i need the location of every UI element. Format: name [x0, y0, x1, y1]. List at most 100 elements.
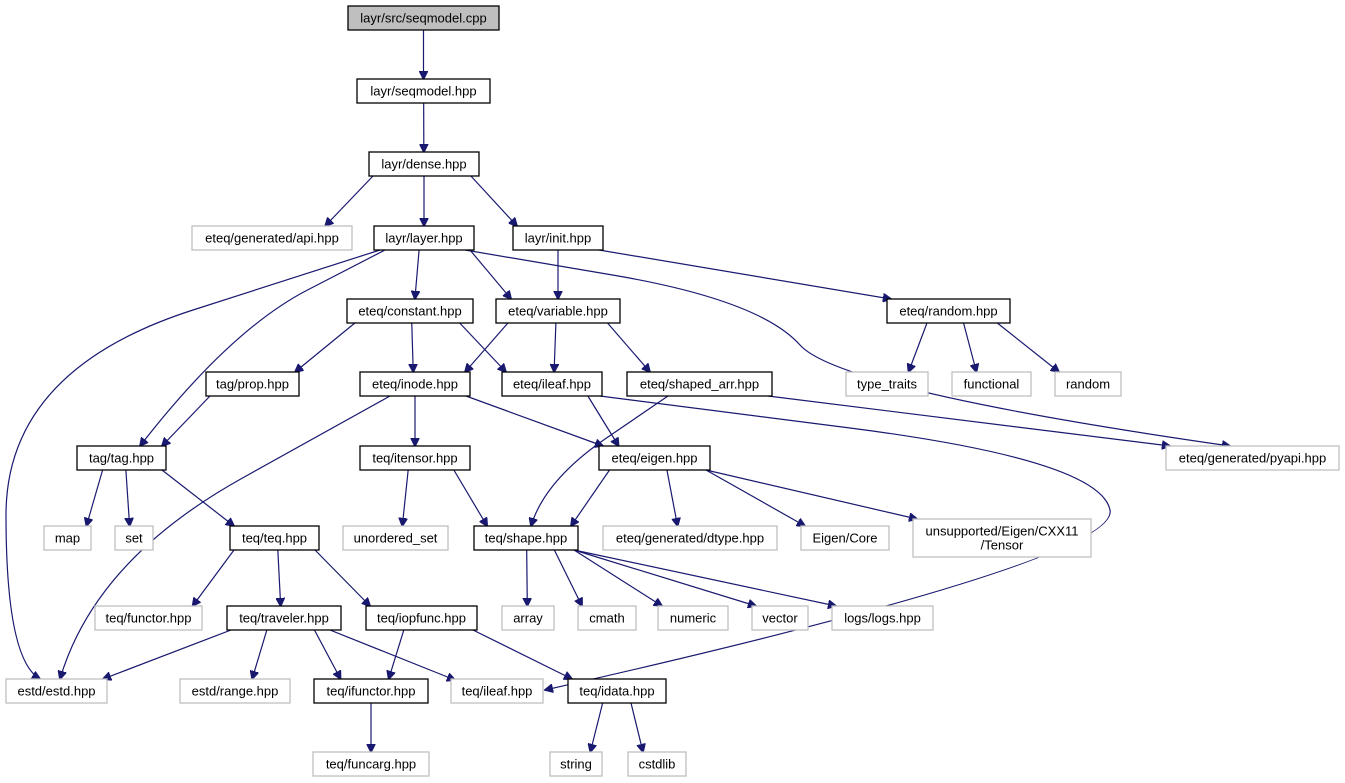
node-label: teq/teq.hpp: [242, 531, 307, 546]
node-box: [549, 751, 603, 777]
edge-layer-to-estd: [5, 249, 381, 679]
node-layer[interactable]: layr/layer.hpp: [373, 225, 475, 251]
node-box: [831, 605, 934, 631]
node-box: [501, 605, 555, 631]
node-label: layr/dense.hpp: [381, 157, 466, 172]
node-seqmodel[interactable]: layr/seqmodel.hpp: [356, 78, 491, 104]
node-label: layr/init.hpp: [525, 231, 591, 246]
node-label: Eigen/Core: [812, 531, 877, 546]
edge-idata-to-cstdlib: [630, 702, 643, 752]
node-box: [598, 445, 711, 471]
edge-tag-to-teq: [161, 469, 234, 526]
nodes-layer: layr/src/seqmodel.cpp layr/seqmodel.hpp la…: [5, 5, 1340, 777]
node-label: eteq/constant.hpp: [358, 304, 461, 319]
edge-random-hpp-to-random: [996, 322, 1059, 372]
edge-eileaf-to-tileaf: [545, 395, 1111, 690]
node-ifunctor[interactable]: teq/ifunctor.hpp: [313, 678, 429, 704]
node-box: [342, 525, 449, 551]
node-box: [627, 751, 687, 777]
node-box: [359, 371, 471, 397]
node-vector: vector: [751, 605, 809, 631]
node-box: [800, 525, 890, 551]
node-iopfunc[interactable]: teq/iopfunc.hpp: [365, 605, 478, 631]
node-label: teq/funcarg.hpp: [326, 757, 416, 772]
node-label: /Tensor: [981, 538, 1024, 553]
edge-shape-to-vector: [573, 549, 756, 606]
node-label: teq/iopfunc.hpp: [377, 611, 466, 626]
edge-inode-to-eigen: [465, 395, 603, 446]
node-box: [577, 605, 637, 631]
node-label: teq/ileaf.hpp: [462, 684, 533, 699]
node-eigencore: Eigen/Core: [800, 525, 890, 551]
node-box: [1165, 445, 1340, 471]
edge-itensor-to-shape: [453, 469, 487, 526]
node-teq[interactable]: teq/teq.hpp: [229, 525, 320, 551]
node-label: teq/traveler.hpp: [239, 611, 329, 626]
edge-eileaf-to-eigen: [587, 395, 619, 446]
node-idata[interactable]: teq/idata.hpp: [567, 678, 667, 704]
edge-tag-to-set: [126, 469, 130, 526]
node-variable[interactable]: eteq/variable.hpp: [495, 298, 621, 324]
edge-idata-to-string: [590, 702, 604, 752]
edge-constant-to-prop: [295, 322, 356, 372]
node-array: array: [501, 605, 555, 631]
edge-dense-to-api: [325, 175, 374, 226]
edge-shaped-arr-to-shape: [531, 395, 669, 526]
node-box: [359, 445, 471, 471]
node-shape[interactable]: teq/shape.hpp: [473, 525, 579, 551]
node-label: unordered_set: [354, 531, 438, 546]
node-box: [94, 605, 203, 631]
node-root[interactable]: layr/src/seqmodel.cpp: [347, 5, 500, 31]
node-label: array: [513, 611, 543, 626]
edge-traveler-to-range: [252, 629, 268, 679]
edge-constant-to-inode: [412, 322, 414, 372]
node-inode[interactable]: eteq/inode.hpp: [359, 371, 471, 397]
edge-variable-to-eileaf: [554, 322, 556, 372]
node-label: eteq/random.hpp: [899, 304, 997, 319]
node-eileaf[interactable]: eteq/ileaf.hpp: [501, 371, 603, 397]
node-dense[interactable]: layr/dense.hpp: [368, 151, 480, 177]
node-box: [114, 525, 154, 551]
node-shaped-arr[interactable]: eteq/shaped_arr.hpp: [626, 371, 773, 397]
node-box: [495, 298, 621, 324]
node-box: [626, 371, 773, 397]
edge-shape-to-numeric: [573, 549, 662, 606]
node-tag[interactable]: tag/tag.hpp: [76, 445, 167, 471]
edge-shape-to-cmath: [553, 549, 582, 606]
edge-traveler-to-estd: [103, 629, 232, 679]
edge-teq-to-traveler: [278, 549, 281, 606]
edge-traveler-to-tileaf: [329, 629, 455, 680]
node-funcarg: teq/funcarg.hpp: [312, 751, 430, 777]
node-itensor[interactable]: teq/itensor.hpp: [359, 445, 471, 471]
node-label: layr/src/seqmodel.cpp: [360, 11, 486, 26]
node-box: [346, 298, 474, 324]
node-box: [886, 298, 1011, 324]
node-functor: teq/functor.hpp: [94, 605, 203, 631]
edge-prop-to-tag: [162, 395, 211, 446]
edge-layer-to-pyapi: [464, 249, 1230, 446]
node-cmath: cmath: [577, 605, 637, 631]
node-label: numeric: [670, 611, 717, 626]
node-box: [347, 5, 500, 31]
node-range: estd/range.hpp: [179, 678, 291, 704]
node-prop[interactable]: tag/prop.hpp: [205, 371, 300, 397]
node-label: eteq/generated/pyapi.hpp: [1179, 451, 1326, 466]
node-unordered-set: unordered_set: [342, 525, 449, 551]
node-random-hpp[interactable]: eteq/random.hpp: [886, 298, 1011, 324]
node-init[interactable]: layr/init.hpp: [512, 225, 604, 251]
node-constant[interactable]: eteq/constant.hpp: [346, 298, 474, 324]
node-label: eteq/ileaf.hpp: [513, 377, 591, 392]
node-box: [312, 751, 430, 777]
node-box: [501, 371, 603, 397]
node-label: string: [560, 757, 592, 772]
node-label: type_traits: [857, 377, 917, 392]
node-label: cmath: [589, 611, 624, 626]
node-label: functional: [964, 377, 1020, 392]
node-eigen[interactable]: eteq/eigen.hpp: [598, 445, 711, 471]
node-label: teq/ifunctor.hpp: [327, 684, 416, 699]
node-map: map: [43, 525, 92, 551]
node-box: [368, 151, 480, 177]
edge-shape-to-logs: [573, 549, 836, 606]
node-traveler[interactable]: teq/traveler.hpp: [226, 605, 342, 631]
node-box: [365, 605, 478, 631]
